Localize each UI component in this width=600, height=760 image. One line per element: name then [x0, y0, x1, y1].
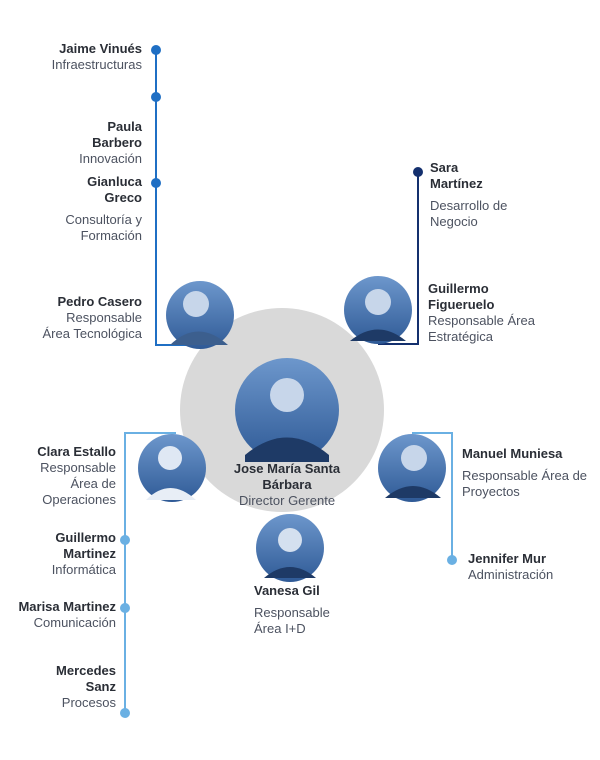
name-guillermo-f: Guillermo Figueruelo: [428, 281, 495, 312]
label-jose: Jose María Santa Bárbara Director Gerent…: [226, 461, 348, 509]
node-paula: [151, 92, 161, 102]
connector-operations: [124, 432, 176, 713]
label-sara: Sara Martínez Desarrollo de Negocio: [430, 160, 510, 230]
name-jaime: Jaime Vinués: [59, 41, 142, 56]
name-jose: Jose María Santa Bárbara: [233, 461, 341, 492]
label-pedro: Pedro Casero Responsable Área Tecnológic…: [42, 294, 143, 342]
photo-guillermo-f: [344, 276, 412, 344]
name-manuel: Manuel Muniesa: [462, 446, 563, 461]
label-vanesa: Vanesa Gil Responsable Área I+D: [254, 583, 354, 637]
role-manuel: Responsable Área de Proyectos: [462, 468, 588, 499]
connector-strategy: [378, 172, 419, 345]
label-jaime: Jaime Vinués Infraestructuras: [52, 41, 142, 73]
label-jennifer: Jennifer Mur Administración: [468, 551, 588, 583]
name-clara: Clara Estallo: [37, 444, 116, 459]
node-marisa: [120, 603, 130, 613]
name-paula: Paula Barbero: [92, 119, 142, 150]
label-paula: Paula Barbero Innovación: [72, 119, 142, 167]
name-marisa: Marisa Martinez: [18, 599, 116, 614]
name-mercedes: Mercedes Sanz: [56, 663, 116, 694]
role-jose: Director Gerente: [238, 493, 336, 508]
node-gianluca: [151, 178, 161, 188]
role-jennifer: Administración: [468, 567, 554, 582]
name-vanesa: Vanesa Gil: [254, 583, 320, 598]
photo-pedro: [166, 281, 234, 349]
role-pedro: Responsable Área Tecnológica: [42, 310, 143, 341]
name-pedro: Pedro Casero: [57, 294, 142, 309]
role-vanesa: Responsable Área I+D: [254, 605, 330, 636]
role-gianluca: Consultoría y Formación: [65, 212, 142, 243]
role-sara: Desarrollo de Negocio: [430, 198, 508, 229]
photo-jose: [235, 358, 339, 462]
node-jaime: [151, 45, 161, 55]
label-manuel: Manuel Muniesa Responsable Área de Proye…: [462, 446, 592, 500]
label-marisa: Marisa Martinez Comunicación: [16, 599, 116, 631]
name-gianluca: Gianluca Greco: [87, 174, 142, 205]
label-mercedes: Mercedes Sanz Procesos: [26, 663, 116, 711]
role-marisa: Comunicación: [33, 615, 116, 630]
role-mercedes: Procesos: [61, 695, 116, 710]
photo-manuel: [378, 434, 446, 502]
label-guillermo-f: Guillermo Figueruelo Responsable Área Es…: [428, 281, 538, 345]
name-sara: Sara Martínez: [430, 160, 483, 191]
label-clara: Clara Estallo Responsable Área de Operac…: [16, 444, 116, 508]
photo-vanesa: [256, 514, 324, 582]
node-jennifer: [447, 555, 457, 565]
photo-clara: [138, 434, 206, 502]
role-guillermo-m: Informática: [51, 562, 116, 577]
name-jennifer: Jennifer Mur: [468, 551, 547, 566]
label-guillermo-m: Guillermo Martinez Informática: [26, 530, 116, 578]
node-mercedes: [120, 708, 130, 718]
role-clara: Responsable Área de Operaciones: [40, 460, 116, 507]
name-guillermo-m: Guillermo Martinez: [55, 530, 116, 561]
role-guillermo-f: Responsable Área Estratégica: [428, 313, 535, 344]
node-guillermo-m: [120, 535, 130, 545]
label-gianluca: Gianluca Greco Consultoría y Formación: [52, 174, 142, 244]
node-sara: [413, 167, 423, 177]
role-jaime: Infraestructuras: [51, 57, 142, 72]
role-paula: Innovación: [79, 151, 142, 166]
connector-projects: [412, 432, 453, 560]
